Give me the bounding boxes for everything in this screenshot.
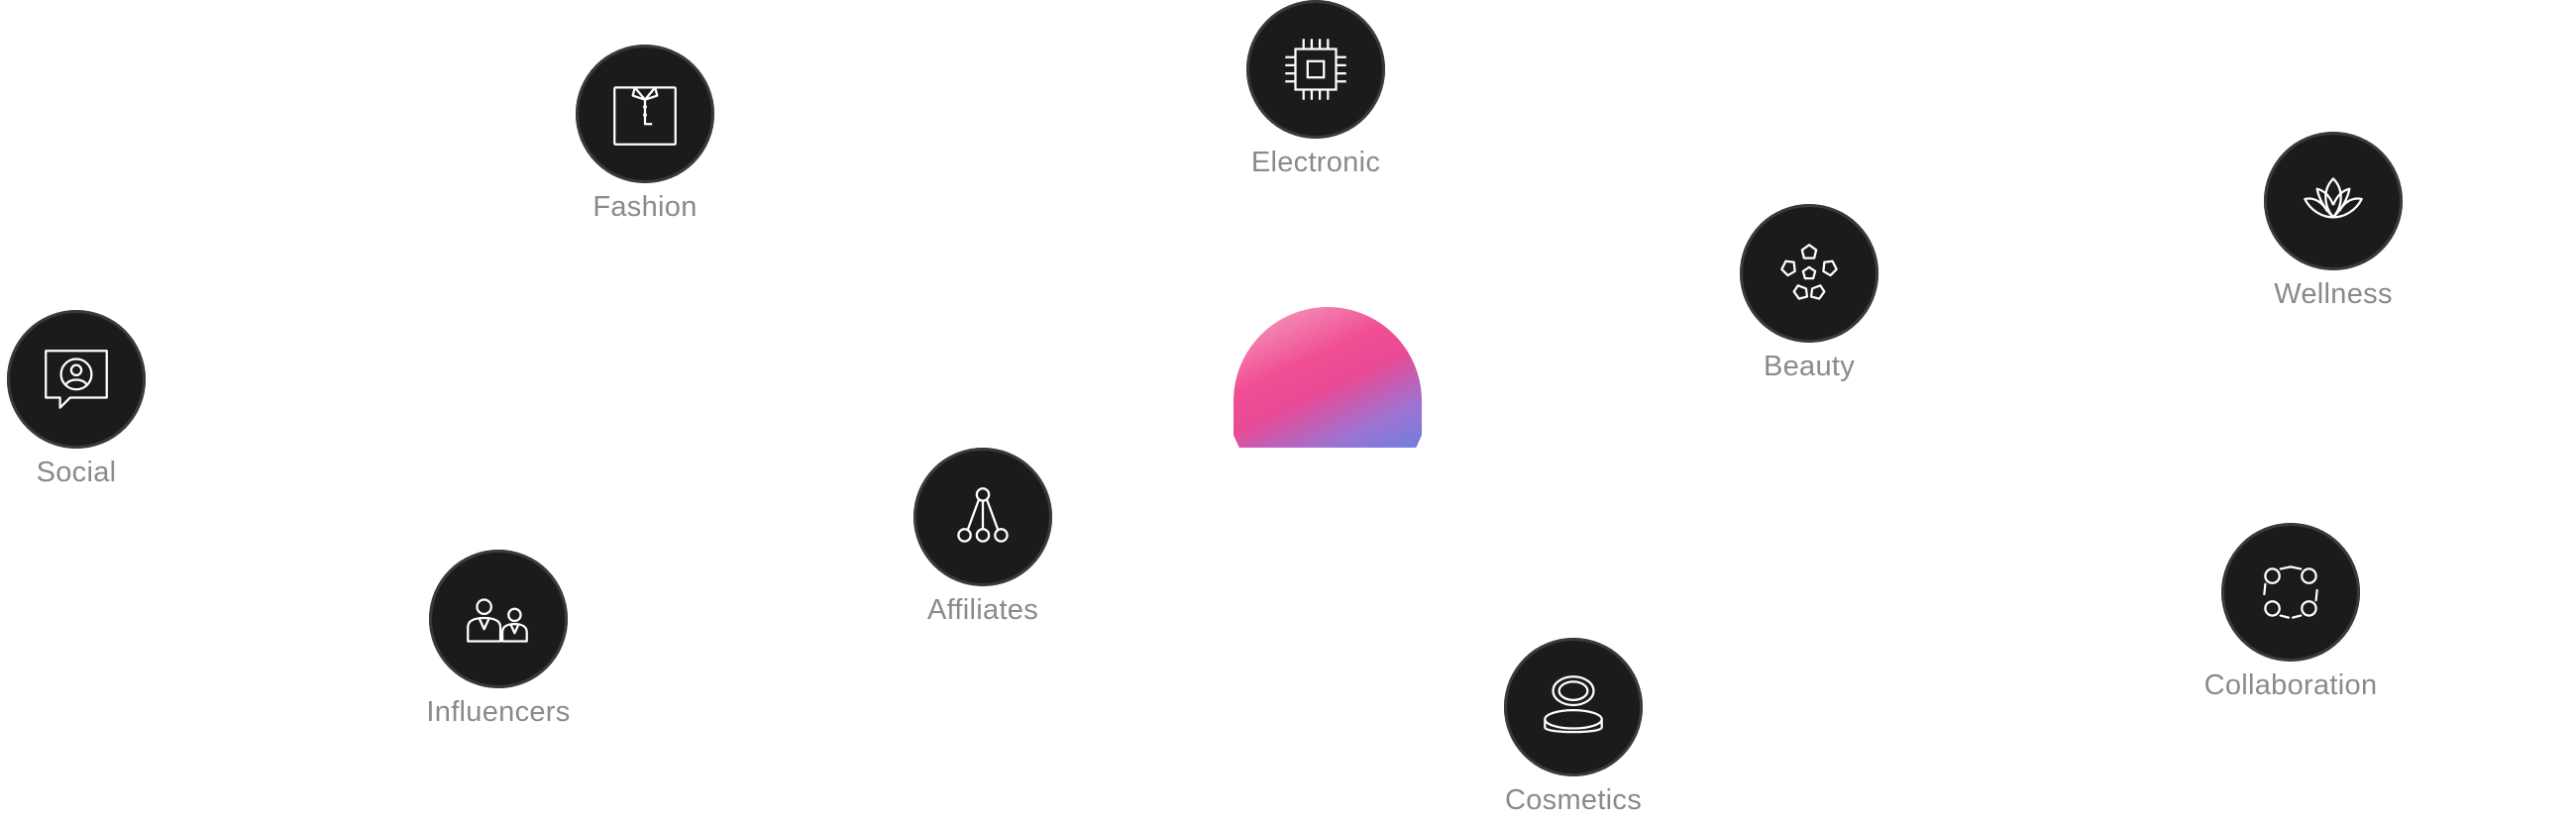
node-label: Influencers (426, 696, 571, 728)
shirt-icon (613, 86, 677, 146)
node-fashion[interactable]: Fashion (536, 45, 754, 224)
node-label: Electronic (1250, 147, 1381, 178)
node-label: Social (36, 457, 117, 488)
node-label: Beauty (1763, 351, 1856, 382)
lotus-icon (2304, 177, 2363, 219)
node-label: Wellness (2274, 278, 2393, 310)
node-label: Fashion (592, 191, 698, 223)
node-electronic[interactable]: Electronic (1207, 0, 1425, 179)
flower-icon (1780, 244, 1838, 300)
node-collaboration[interactable]: Collaboration (2182, 523, 2400, 702)
node-beauty[interactable]: Beauty (1700, 204, 1918, 383)
node-label: Collaboration (2203, 669, 2378, 701)
node-affiliates[interactable]: Affiliates (874, 448, 1092, 627)
people-icon (467, 598, 528, 643)
chat-user-icon (45, 350, 108, 409)
node-label: Cosmetics (1504, 784, 1643, 816)
center-gradient-orb (1234, 307, 1422, 448)
node-cosmetics[interactable]: Cosmetics (1464, 638, 1682, 817)
node-label: Affiliates (926, 594, 1039, 626)
node-influencers[interactable]: Influencers (389, 550, 607, 729)
compact-icon (1544, 675, 1603, 734)
node-wellness[interactable]: Wellness (2224, 132, 2442, 311)
chip-icon (1285, 39, 1346, 100)
collaboration-icon (2263, 565, 2318, 619)
network-icon (957, 487, 1009, 543)
node-social[interactable]: Social (0, 310, 185, 489)
